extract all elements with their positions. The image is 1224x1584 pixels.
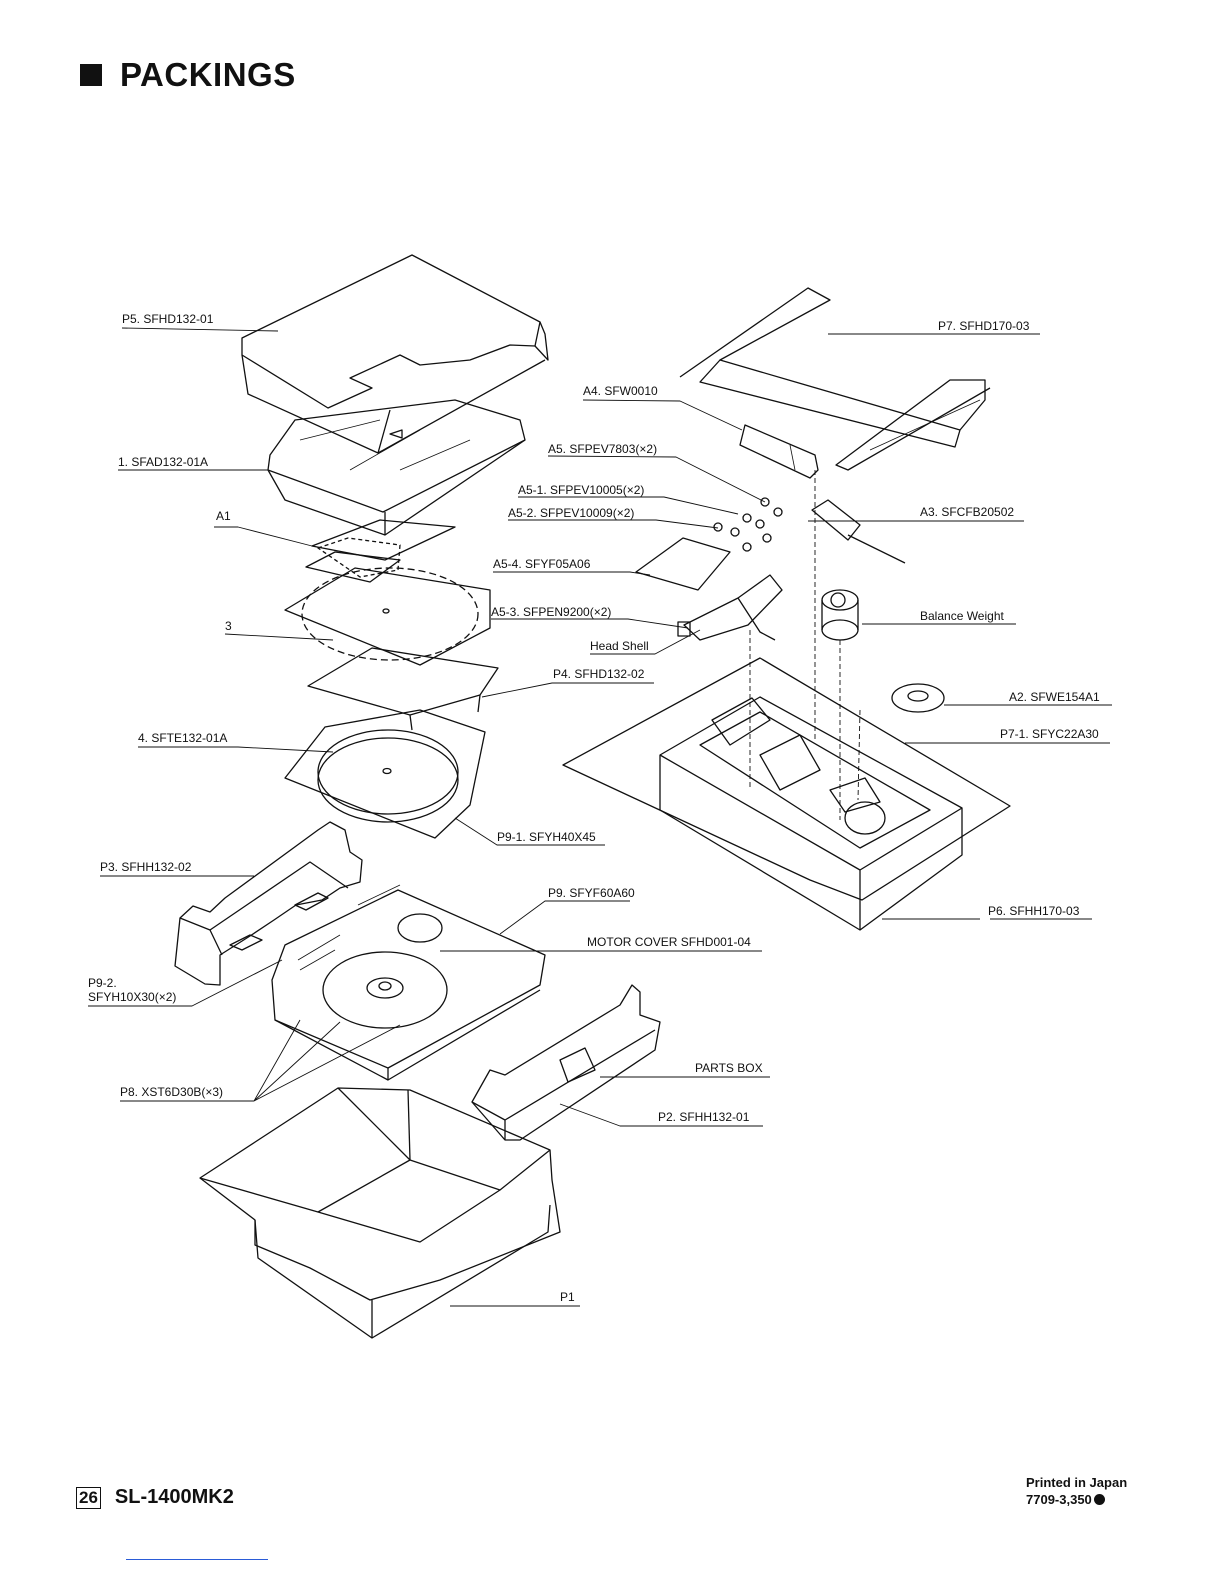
- item4-platter: [284, 709, 486, 839]
- label-a2: A2. SFWE154A1: [1009, 690, 1100, 704]
- label-p2: P2. SFHH132-01: [658, 1110, 750, 1124]
- heading-bullet-icon: [80, 64, 102, 86]
- a5-screws: [713, 497, 783, 552]
- a3-screwdriver: [811, 499, 906, 564]
- label-item4: 4. SFTE132-01A: [138, 731, 227, 745]
- label-balance-weight: Balance Weight: [920, 609, 1004, 623]
- label-p9: P9. SFYF60A60: [548, 886, 635, 900]
- footer-left: 26 SL-1400MK2: [76, 1486, 234, 1509]
- label-p4: P4. SFHD132-02: [553, 667, 645, 681]
- label-p9-1: P9-1. SFYH40X45: [497, 830, 596, 844]
- p4-sheet: [307, 647, 499, 731]
- label-a5-1: A5-1. SFPEV10005(×2): [518, 483, 644, 497]
- label-p7-1: P7-1. SFYC22A30: [1000, 727, 1099, 741]
- label-head-shell: Head Shell: [590, 639, 649, 653]
- p3-side-foam: [174, 821, 363, 986]
- label-p7: P7. SFHD170-03: [938, 319, 1030, 333]
- label-a4: A4. SFW0010: [583, 384, 658, 398]
- turntable-main-unit: [271, 884, 546, 1081]
- label-p9-2b: SFYH10X30(×2): [88, 990, 176, 1004]
- label-p8: P8. XST6D30B(×3): [120, 1085, 223, 1099]
- label-a5-2: A5-2. SFPEV10009(×2): [508, 506, 634, 520]
- page-heading: PACKINGS: [80, 56, 296, 94]
- p5-top-cover: [241, 254, 549, 454]
- label-p6: P6. SFHH170-03: [988, 904, 1080, 918]
- a1-documents: [305, 519, 456, 583]
- label-p1: P1: [560, 1290, 575, 1304]
- label-a3: A3. SFCFB20502: [920, 505, 1014, 519]
- p1-carton: [199, 1087, 561, 1339]
- a4-brush: [739, 424, 819, 479]
- footer-right: Printed in Japan 7709-3,350: [1026, 1474, 1127, 1508]
- label-p9-2a: P9-2.: [88, 976, 117, 990]
- p7-1-bag: [562, 657, 1011, 901]
- label-item1: 1. SFAD132-01A: [118, 455, 208, 469]
- printed-in-text: Printed in Japan: [1026, 1475, 1128, 1490]
- dashed-guides: [749, 470, 861, 820]
- page-number: 26: [76, 1486, 101, 1509]
- bottom-link-underline[interactable]: [126, 1559, 268, 1560]
- label-p3: P3. SFHH132-02: [100, 860, 192, 874]
- head-shell: [677, 574, 783, 641]
- heading-title: PACKINGS: [120, 56, 296, 93]
- label-a5-4: A5-4. SFYF05A06: [493, 557, 591, 571]
- item1-turntable-wrapped: [267, 399, 526, 536]
- label-item3: 3: [225, 619, 232, 633]
- callout-labels: P5. SFHD132-01 P7. SFHD170-03 A4. SFW001…: [88, 312, 1100, 1304]
- label-motor-cover: MOTOR COVER SFHD001-04: [587, 935, 751, 949]
- print-mark-icon: [1093, 1494, 1105, 1505]
- print-code: 7709-3,350: [1026, 1491, 1127, 1508]
- balance-weight: [821, 589, 859, 641]
- p6-foam-tray: [659, 696, 963, 931]
- a2-disc: [891, 683, 945, 713]
- label-a5-3: A5-3. SFPEN9200(×2): [491, 605, 611, 619]
- leader-lines: [88, 327, 1112, 1307]
- item3-mat-sheet: [284, 567, 491, 666]
- model-name: SL-1400MK2: [114, 1486, 234, 1508]
- label-a1: A1: [216, 509, 231, 523]
- a5-4-bag: [635, 537, 731, 591]
- label-parts-box: PARTS BOX: [695, 1061, 763, 1075]
- label-a5: A5. SFPEV7803(×2): [548, 442, 657, 456]
- label-p5: P5. SFHD132-01: [122, 312, 214, 326]
- p2-end-foam: [471, 984, 661, 1141]
- p7-sheet: [679, 287, 991, 471]
